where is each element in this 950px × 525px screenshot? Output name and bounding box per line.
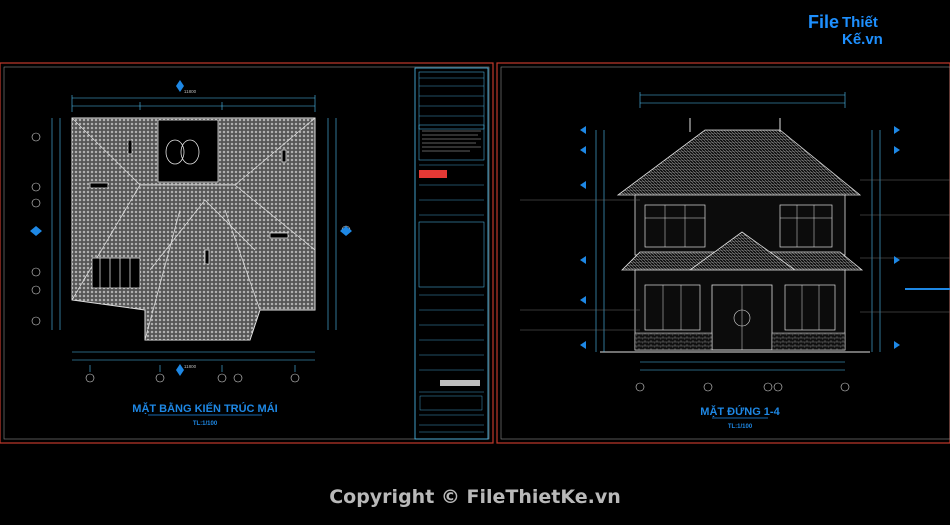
section-marker-right xyxy=(340,226,352,236)
grid-bubbles-right xyxy=(635,382,850,392)
logo-text: Thiết Kế.vn xyxy=(842,14,883,48)
north-marker-top xyxy=(176,80,184,92)
roof-plan xyxy=(71,117,316,341)
north-marker-bottom xyxy=(176,364,184,376)
title-block xyxy=(414,67,489,440)
upper-window-left xyxy=(644,204,706,248)
ground-window-right xyxy=(784,284,836,331)
roof-well xyxy=(157,119,219,183)
ground-window-left xyxy=(644,284,701,331)
logo-prefix: File xyxy=(808,12,840,32)
upper-roof xyxy=(616,129,862,196)
left-sheet-scale: TL:1/100 xyxy=(193,421,218,427)
left-sheet-border xyxy=(0,62,494,444)
dim-bottom-total: 11800 xyxy=(184,364,197,369)
site-logo[interactable]: File Thiết Kế.vn xyxy=(808,10,920,48)
right-sheet-title: MẶT ĐỨNG 1-4 xyxy=(700,405,780,418)
upper-window-right xyxy=(779,204,833,248)
grid-bubbles-left xyxy=(31,132,351,383)
right-sheet-scale: TL:1/100 xyxy=(728,424,753,430)
left-sheet-title: MẶT BẰNG KIẾN TRÚC MÁI xyxy=(132,402,277,415)
elevation-dimensions xyxy=(520,92,950,371)
dim-top-total: 11800 xyxy=(184,89,197,94)
porch-roof xyxy=(91,257,141,289)
right-sheet-inner-border xyxy=(500,66,950,440)
copyright-notice: Copyright © FileThietKe.vn xyxy=(329,486,621,508)
water-tank xyxy=(165,139,185,165)
right-sheet-border xyxy=(496,62,950,444)
roof-plan-dimensions xyxy=(51,95,337,372)
left-sheet-inner-border xyxy=(3,66,490,440)
section-marker-left xyxy=(30,226,42,236)
title-block-stamp xyxy=(419,170,447,178)
level-markers xyxy=(580,126,900,349)
elevation-drawing xyxy=(600,118,870,353)
